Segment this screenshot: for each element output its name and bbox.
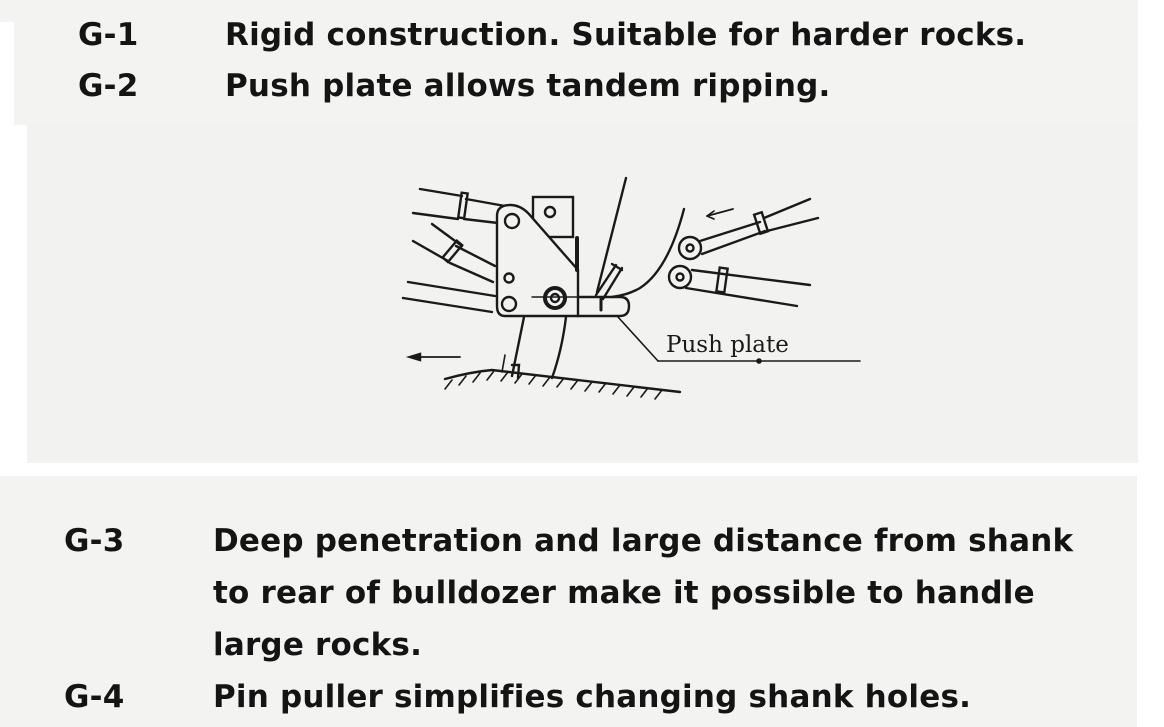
tractor-frame-icon — [595, 176, 820, 308]
item-text-line: Pin puller simplifies changing shank hol… — [213, 679, 972, 715]
item-text-line: Deep penetration and large distance from… — [213, 523, 1074, 559]
item-code: G-3 — [64, 523, 125, 559]
bracket-plate-icon — [495, 195, 631, 318]
top-text-panel — [14, 0, 1138, 125]
item-code: G-4 — [64, 679, 125, 715]
callout-leader-icon — [617, 316, 861, 364]
ground-icon — [443, 368, 682, 400]
item-text: Rigid construction. Suitable for harder … — [225, 17, 1027, 53]
bottom-text-panel — [0, 476, 1137, 727]
item-text: Push plate allows tandem ripping. — [225, 68, 831, 104]
item-code: G-2 — [78, 68, 139, 104]
shank-icon — [501, 315, 568, 380]
item-code: G-1 — [78, 17, 139, 53]
push-plate-label: Push plate — [666, 332, 789, 358]
left-cylinders-icon — [401, 187, 507, 314]
diagram-panel — [27, 125, 1138, 463]
panel-edge — [0, 0, 14, 22]
item-text-line: large rocks. — [213, 627, 423, 663]
direction-arrow-icon — [405, 352, 461, 362]
ripper-diagram: Push plate — [395, 170, 875, 410]
item-text-line: to rear of bulldozer make it possible to… — [213, 575, 1035, 611]
